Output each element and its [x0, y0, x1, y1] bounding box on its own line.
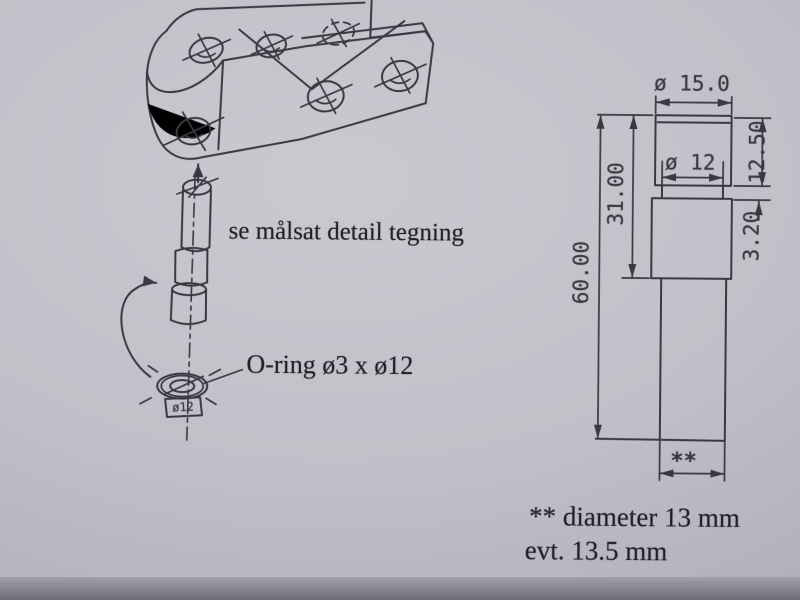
- rotation-arrow: [121, 282, 156, 376]
- dim-groove-diameter: ø 12: [665, 150, 716, 174]
- dim-outer-diameter: ø 15.0: [654, 71, 730, 96]
- hole-top-middle: [251, 31, 292, 60]
- pin-upper-cylinder: [181, 190, 211, 251]
- hole-plate-left: [301, 78, 352, 114]
- bracket-isometric-view: [146, 0, 434, 161]
- dim-total-length: 60.00: [569, 241, 594, 304]
- oring-callout: O-ring ø3 x ø12: [246, 350, 413, 381]
- footnote-line2: evt. 13.5 mm: [525, 535, 668, 567]
- dim-head-height: 12.50: [745, 120, 770, 183]
- oring-tag-label: ø12: [172, 400, 194, 415]
- dim-upper-length: 31.00: [604, 162, 629, 225]
- hole-plate-right: [375, 58, 426, 94]
- bracket-web-notch: [239, 20, 405, 90]
- dim-groove-height: 3.20: [739, 211, 763, 262]
- see-detail-note: se målsat detail tegning: [228, 218, 464, 248]
- footnote-line1: ** diameter 13 mm: [529, 501, 740, 534]
- dim-shaft-diameter-ref: **: [670, 449, 697, 474]
- oring-leader-line: [204, 369, 242, 383]
- photo-bottom-shadow: [0, 577, 800, 600]
